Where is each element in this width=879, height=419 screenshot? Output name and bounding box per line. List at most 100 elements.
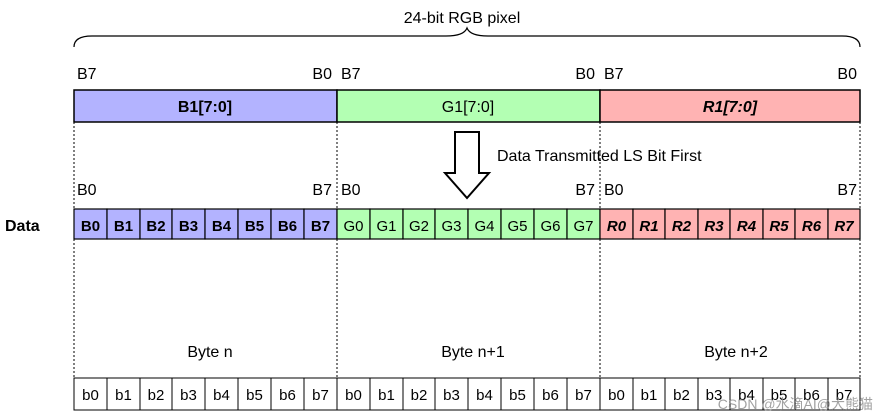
- bottom-bit-17: b1: [641, 387, 658, 404]
- bottom-bit-21: b5: [771, 387, 788, 404]
- red-bit-row: R0 R1 R2 R3 R4 R5 R6 R7: [599, 208, 861, 240]
- bit-cell-blue-6: [270, 208, 305, 240]
- mid-label-r-left: B0: [604, 182, 624, 199]
- bottom-bit-7: b7: [312, 387, 329, 404]
- bit-cell-red-7: [827, 208, 861, 240]
- bit-cell-red-4: [729, 208, 764, 240]
- byte-label-2: Byte n+2: [704, 344, 768, 361]
- bottom-bit-10: b2: [411, 387, 428, 404]
- bottom-cell-4: [204, 377, 239, 411]
- bottom-cell-16: [599, 377, 634, 411]
- transmit-note: Data Transmitted LS Bit First: [497, 148, 702, 165]
- bottom-cell-13: [500, 377, 535, 411]
- bit-cell-green-0: [336, 208, 371, 240]
- bit-label-red-6: R6: [802, 218, 822, 235]
- dotted-dividers: [73, 122, 861, 378]
- bit-label-blue-1: B1: [114, 218, 133, 235]
- top-label-r-right: B0: [837, 66, 857, 83]
- blue-byte-box: [73, 89, 338, 123]
- bottom-bit-19: b3: [706, 387, 723, 404]
- bit-label-green-5: G5: [507, 218, 527, 235]
- bit-cell-green-6: [533, 208, 568, 240]
- bottom-cell-10: [402, 377, 436, 411]
- blue-byte-label: B1[7:0]: [178, 99, 232, 116]
- top-label-b-left: B7: [77, 66, 97, 83]
- bottom-bit-row: b0 b1 b2 b3 b4 b5 b6 b7 b0 b1 b2 b3 b4 b…: [73, 377, 861, 411]
- bit-cell-green-7: [566, 208, 601, 240]
- down-arrow-icon: [442, 131, 492, 200]
- bit-label-green-3: G3: [441, 218, 461, 235]
- bit-label-blue-3: B3: [179, 218, 198, 235]
- bottom-bit-0: b0: [82, 387, 99, 404]
- bit-label-green-0: G0: [343, 218, 363, 235]
- mid-label-r-right: B7: [837, 182, 857, 199]
- bit-label-red-0: R0: [607, 218, 627, 235]
- red-byte-label: R1[7:0]: [703, 99, 758, 116]
- bottom-cell-17: [632, 377, 666, 411]
- top-label-g-right: B0: [575, 66, 595, 83]
- bottom-bit-12: b4: [476, 387, 493, 404]
- bottom-cell-3: [171, 377, 206, 411]
- red-byte-box: [599, 89, 861, 123]
- bottom-cell-2: [139, 377, 173, 411]
- bit-cell-blue-3: [171, 208, 206, 240]
- bottom-bit-18: b2: [673, 387, 690, 404]
- bottom-bit-2: b2: [148, 387, 165, 404]
- bottom-bit-6: b6: [279, 387, 296, 404]
- bottom-bit-9: b1: [378, 387, 395, 404]
- bottom-cell-5: [237, 377, 272, 411]
- blue-bit-row: B0 B1 B2 B3 B4 B5 B6 B7: [73, 208, 338, 240]
- diagram-title: 24-bit RGB pixel: [404, 10, 521, 27]
- bottom-cell-19: [697, 377, 731, 411]
- byte-label-1: Byte n+1: [441, 344, 505, 361]
- top-label-r-left: B7: [604, 66, 624, 83]
- bottom-cell-23: [827, 377, 861, 411]
- bottom-bit-22: b6: [803, 387, 820, 404]
- bottom-bit-23: b7: [836, 387, 853, 404]
- bit-label-red-7: R7: [834, 218, 854, 235]
- bottom-cell-1: [106, 377, 141, 411]
- bit-label-red-4: R4: [737, 218, 757, 235]
- bottom-bit-16: b0: [608, 387, 625, 404]
- bit-cell-green-2: [402, 208, 436, 240]
- bit-cell-blue-2: [139, 208, 173, 240]
- bit-label-red-2: R2: [672, 218, 692, 235]
- bit-label-green-7: G7: [573, 218, 593, 235]
- top-label-b-right: B0: [312, 66, 332, 83]
- bottom-cell-0: [73, 377, 108, 411]
- bottom-bit-5: b5: [246, 387, 263, 404]
- bit-label-green-6: G6: [540, 218, 560, 235]
- data-row-label: Data: [5, 218, 40, 235]
- bottom-cell-22: [794, 377, 829, 411]
- bit-label-blue-2: B2: [146, 218, 165, 235]
- bit-cell-blue-5: [237, 208, 272, 240]
- bit-label-red-5: R5: [769, 218, 789, 235]
- mid-label-g-left: B0: [341, 182, 361, 199]
- bit-label-blue-6: B6: [278, 218, 297, 235]
- bit-label-green-2: G2: [409, 218, 429, 235]
- bottom-cell-9: [369, 377, 404, 411]
- bottom-bit-1: b1: [115, 387, 132, 404]
- bottom-cell-20: [729, 377, 764, 411]
- pixel-brace: [73, 26, 861, 48]
- mid-label-g-right: B7: [575, 182, 595, 199]
- bottom-bit-13: b5: [509, 387, 526, 404]
- bit-label-blue-4: B4: [212, 218, 232, 235]
- bottom-bit-8: b0: [345, 387, 362, 404]
- top-label-g-left: B7: [341, 66, 361, 83]
- bottom-cell-18: [664, 377, 699, 411]
- watermark-text: CSDN @水滴AI@大熊猫: [718, 396, 873, 412]
- bit-cell-blue-7: [303, 208, 338, 240]
- bottom-bit-3: b3: [180, 387, 197, 404]
- bit-cell-red-5: [762, 208, 796, 240]
- bit-cell-green-3: [434, 208, 469, 240]
- bottom-cell-21: [762, 377, 796, 411]
- bit-label-blue-0: B0: [81, 218, 100, 235]
- bit-label-red-1: R1: [639, 218, 658, 235]
- green-byte-box: [336, 89, 601, 123]
- bit-cell-blue-4: [204, 208, 239, 240]
- green-bit-row: G0 G1 G2 G3 G4 G5 G6 G7: [336, 208, 601, 240]
- byte-label-0: Byte n: [187, 344, 232, 361]
- bit-label-blue-5: B5: [245, 218, 264, 235]
